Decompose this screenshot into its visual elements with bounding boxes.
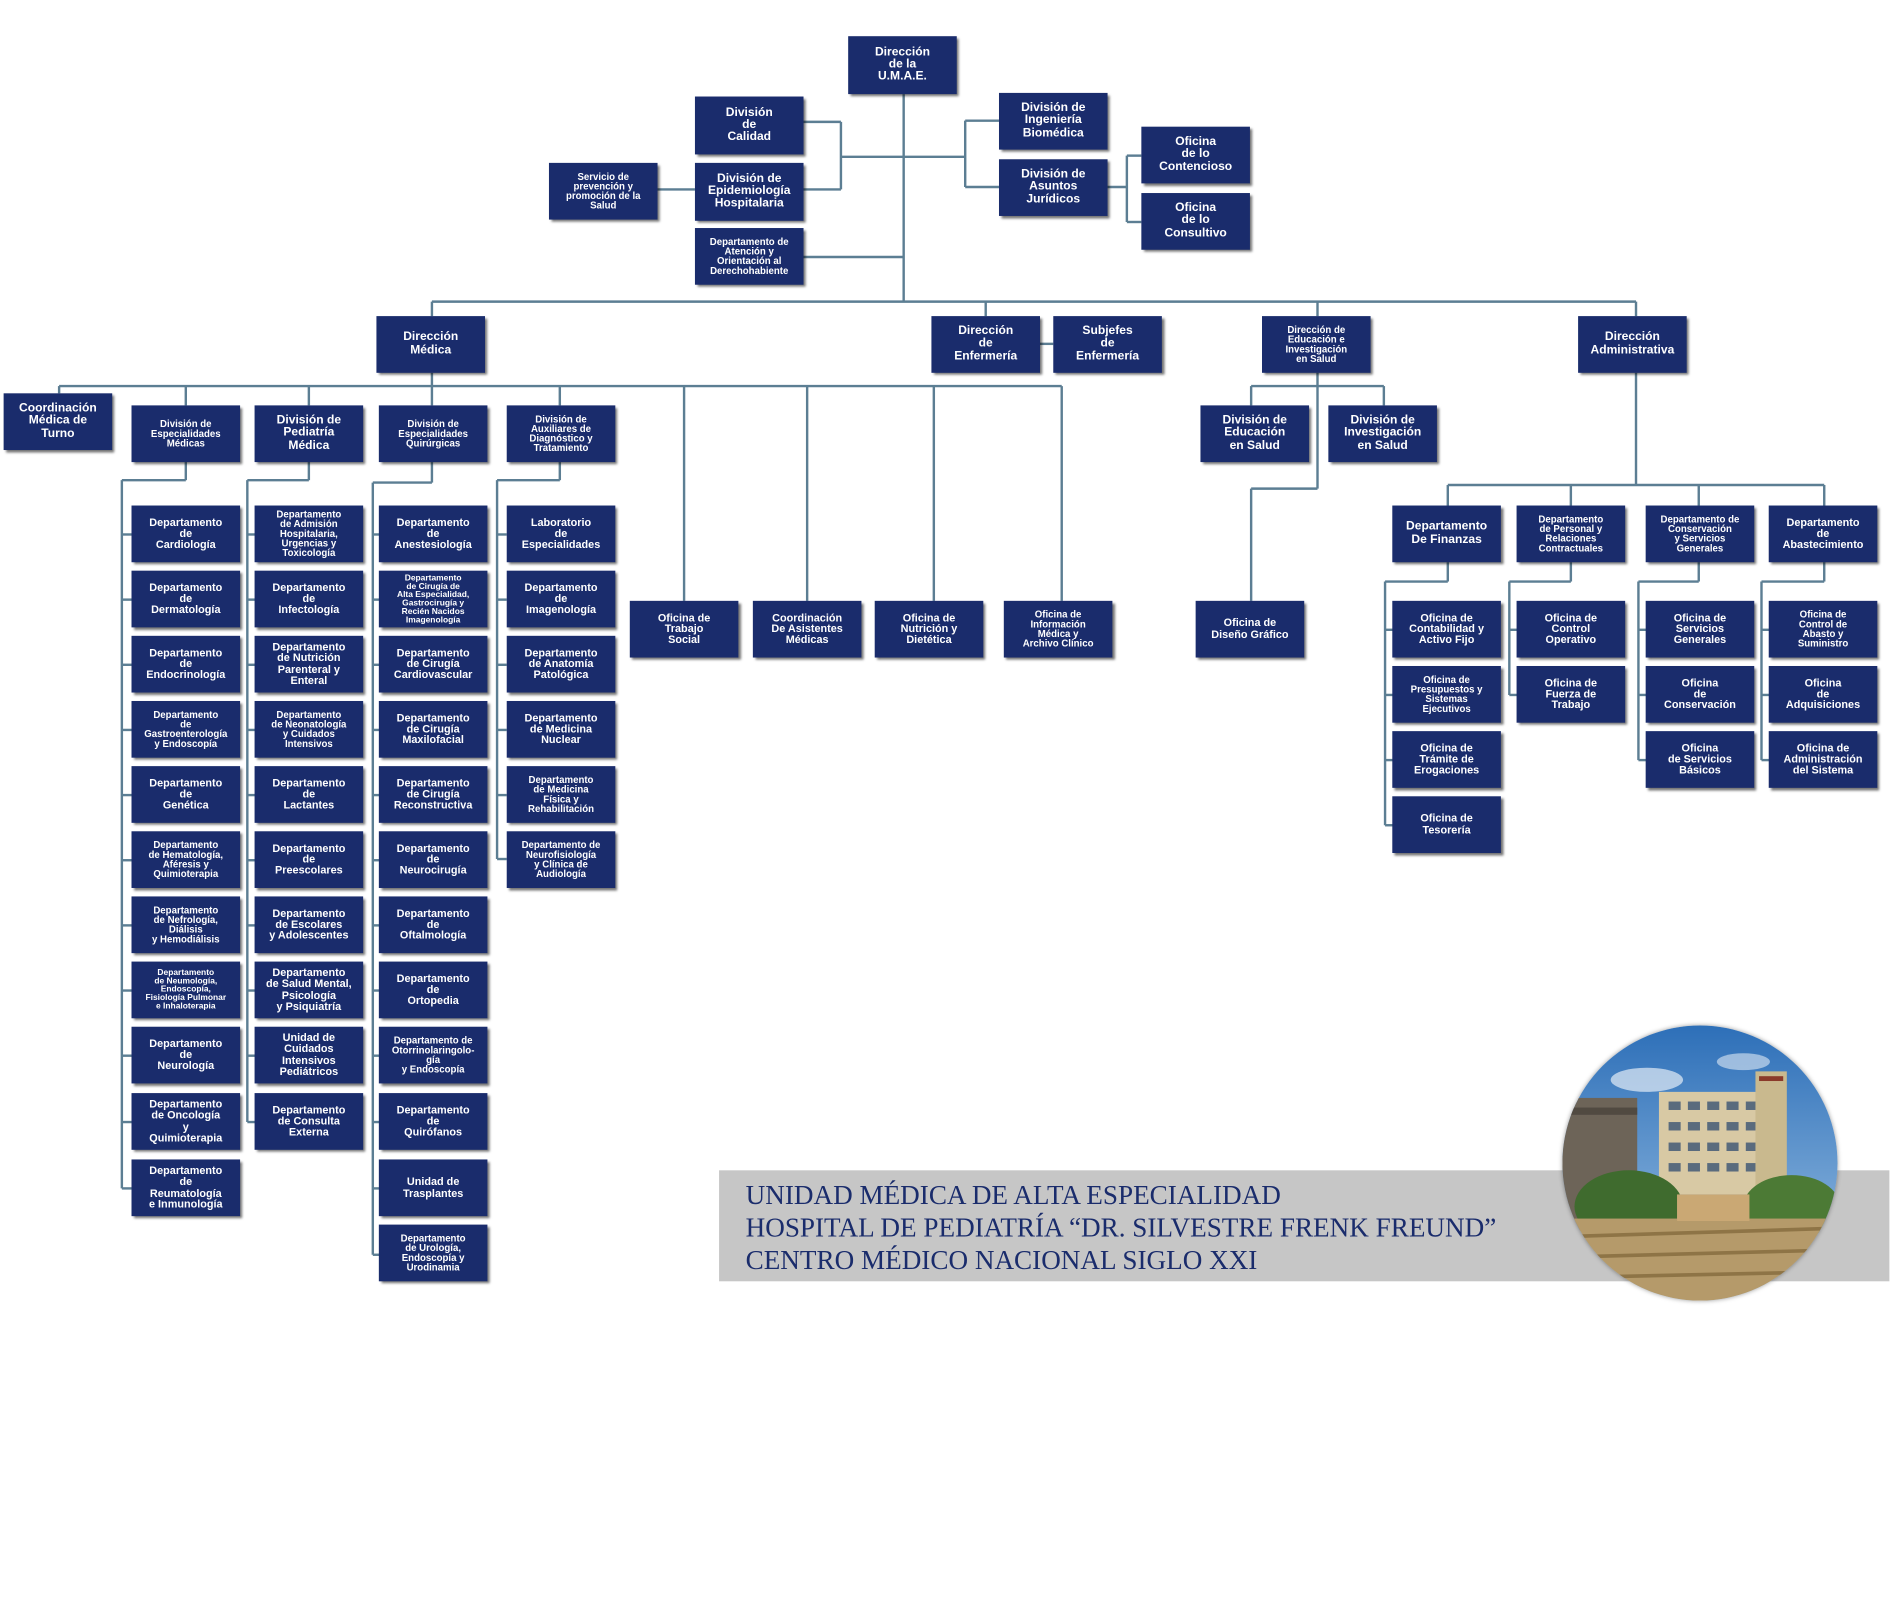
unit-div-ingenieria: División de Ingeniería Biomédica	[998, 92, 1108, 150]
banner-line-1: UNIDAD MÉDICA DE ALTA ESPECIALIDAD	[745, 1179, 1281, 1211]
unit-of-conservacion: Oficina de Conservación	[1645, 665, 1755, 723]
unit-of-contencioso: Oficina de lo Contencioso	[1141, 126, 1250, 184]
unit-of-admin-sistema: Oficina de Administración del Sistema	[1768, 731, 1878, 788]
unit-div-calidad: División de Calidad	[694, 96, 804, 155]
unit-umae: Dirección de la U.M.A.E.	[848, 36, 957, 95]
unit-d-med-fisica: Departamento de Medicina Física y Rehabi…	[506, 766, 616, 823]
unit-d-reumatologia: Departamento de Reumatología e Inmunolog…	[131, 1159, 241, 1217]
unit-of-serv-basicos: Oficina de Servicios Básicos	[1645, 731, 1755, 788]
unit-d-oftalmologia: Departamento de Oftalmología	[378, 896, 488, 954]
unit-div-auxiliares: División de Auxiliares de Diagnóstico y …	[506, 405, 616, 463]
unit-d-med-nuclear: Departamento de Medicina Nuclear	[506, 700, 616, 758]
unit-of-adquisiciones: Oficina de Adquisiciones	[1768, 665, 1878, 723]
unit-d-preescolares: Departamento de Preescolares	[254, 831, 364, 888]
unit-d-neurologia: Departamento de Neurología	[131, 1026, 241, 1084]
unit-d-imagenologia: Departamento de Imagenología	[506, 570, 616, 628]
unit-of-consultivo: Oficina de lo Consultivo	[1141, 193, 1250, 250]
unit-d-consulta: Departamento de Consulta Externa	[254, 1093, 364, 1150]
unit-d-nefrologia: Departamento de Nefrología, Diálisis y H…	[131, 896, 241, 954]
unit-dir-administrativa: Dirección Administrativa	[1578, 316, 1687, 373]
unit-of-trabajo-social: Oficina de Trabajo Social	[629, 600, 739, 658]
hospital-banner: UNIDAD MÉDICA DE ALTA ESPECIALIDAD HOSPI…	[719, 1170, 1890, 1282]
unit-d-genetica: Departamento de Genética	[131, 766, 241, 823]
unit-d-otorrino: Departamento de Otorrinolaringolo- gía y…	[378, 1026, 488, 1084]
unit-d-personal: Departamento de Personal y Relaciones Co…	[1516, 505, 1626, 563]
banner-line-3: CENTRO MÉDICO NACIONAL SIGLO XXI	[745, 1245, 1258, 1276]
unit-dir-educacion: Dirección de Educación e Investigación e…	[1261, 316, 1371, 373]
unit-d-abastecimiento: Departamento de Abastecimiento	[1768, 505, 1878, 563]
unit-lab-especialidades: Laboratorio de Especialidades	[506, 505, 616, 563]
unit-coord-turno: Coordinación Médica de Turno	[3, 393, 113, 451]
unit-div-pediatria: División de Pediatría Médica	[254, 405, 364, 463]
unit-dir-medica: Dirección Médica	[376, 316, 486, 373]
unit-d-reconstructiva: Departamento de Cirugía Reconstructiva	[378, 766, 488, 823]
unit-of-contabilidad: Oficina de Contabilidad y Activo Fijo	[1392, 600, 1501, 658]
unit-subjefes: Subjefes de Enfermería	[1053, 316, 1162, 373]
unit-d-conservacion: Departamento de Conservación y Servicios…	[1645, 505, 1755, 563]
unit-depto-atencion: Departamento de Atención y Orientación a…	[694, 228, 804, 285]
unit-d-quirofanos: Departamento de Quirófanos	[378, 1093, 488, 1150]
unit-of-control-abasto: Oficina de Control de Abasto y Suministr…	[1768, 600, 1878, 658]
unit-d-escolares: Departamento de Escolares y Adolescentes	[254, 896, 364, 954]
unit-d-admision: Departamento de Admisión Hospitalaria, U…	[254, 505, 364, 563]
hospital-building-photo	[1562, 1025, 1838, 1301]
unit-d-ortopedia: Departamento de Ortopedia	[378, 961, 488, 1019]
unit-d-hematologia: Departamento de Hematología, Aféresis y …	[131, 831, 241, 888]
unit-d-anestesiologia: Departamento de Anestesiología	[378, 505, 488, 563]
unit-d-anatomia: Departamento de Anatomía Patológica	[506, 635, 616, 693]
unit-of-nutricion: Oficina de Nutrición y Dietética	[874, 600, 984, 658]
unit-of-control-op: Oficina de Control Operativo	[1516, 600, 1626, 658]
unit-of-tesoreria: Oficina de Tesorería	[1392, 796, 1501, 853]
unit-d-salud-mental: Departamento de Salud Mental, Psicología…	[254, 961, 364, 1019]
unit-u-trasplantes: Unidad de Trasplantes	[378, 1159, 488, 1217]
unit-d-infectologia: Departamento de Infectología	[254, 570, 364, 628]
banner-line-2: HOSPITAL DE PEDIATRÍA “DR. SILVESTRE FRE…	[745, 1212, 1497, 1243]
unit-div-asuntos: División de Asuntos Jurídicos	[998, 159, 1108, 216]
connector-lines	[57, 94, 1826, 1256]
unit-d-urologia: Departamento de Urología, Endoscopía y U…	[378, 1224, 488, 1282]
unit-of-tramite: Oficina de Trámite de Erogaciones	[1392, 731, 1501, 788]
unit-d-lactantes: Departamento de Lactantes	[254, 766, 364, 823]
unit-serv-prevencion: Servicio de prevención y promoción de la…	[548, 162, 658, 220]
unit-d-nutricion-par: Departamento de Nutrición Parenteral y E…	[254, 635, 364, 693]
banner-text: UNIDAD MÉDICA DE ALTA ESPECIALIDAD HOSPI…	[746, 1179, 1497, 1277]
unit-dir-enfermeria: Dirección de Enfermería	[931, 316, 1041, 373]
unit-d-oncologia: Departamento de Oncología y Quimioterapi…	[131, 1093, 241, 1150]
unit-u-cuidados: Unidad de Cuidados Intensivos Pediátrico…	[254, 1026, 364, 1084]
unit-d-endocrinologia: Departamento de Endocrinología	[131, 635, 241, 693]
unit-of-fuerza: Oficina de Fuerza de Trabajo	[1516, 665, 1626, 723]
unit-d-dermatologia: Departamento de Dermatología	[131, 570, 241, 628]
unit-d-finanzas: Departamento De Finanzas	[1392, 505, 1501, 563]
unit-d-neurocirugia: Departamento de Neurocirugía	[378, 831, 488, 888]
unit-of-informacion: Oficina de Información Médica y Archivo …	[1003, 600, 1113, 658]
unit-of-presupuestos: Oficina de Presupuestos y Sistemas Ejecu…	[1392, 665, 1501, 723]
unit-d-neumologia: Departamento de Neumología, Endoscopía, …	[131, 961, 241, 1019]
unit-of-serv-generales: Oficina de Servicios Generales	[1645, 600, 1755, 658]
unit-d-cardiologia: Departamento de Cardiología	[131, 505, 241, 563]
unit-div-investigacion: División de Investigación en Salud	[1328, 405, 1437, 463]
unit-d-neurofisiologia: Departamento de Neurofisiología y Clínic…	[506, 831, 616, 888]
unit-of-diseno: Oficina de Diseño Gráfico	[1195, 600, 1305, 658]
unit-d-cirugia-alta: Departamento de Cirugía de Alta Especial…	[378, 570, 488, 628]
unit-d-cardiovascular: Departamento de Cirugía Cardiovascular	[378, 635, 488, 693]
unit-div-epidemiologia: División de Epidemiología Hospitalaria	[694, 162, 804, 221]
unit-div-quirurgicas: División de Especialidades Quirúrgicas	[378, 405, 488, 463]
unit-d-gastro: Departamento de Gastroenterología y Endo…	[131, 700, 241, 758]
unit-div-educacion: División de Educación en Salud	[1200, 405, 1310, 463]
unit-div-especialidades-med: División de Especialidades Médicas	[131, 405, 241, 463]
unit-coord-asistentes: Coordinación De Asistentes Médicas	[752, 600, 862, 658]
unit-d-maxilofacial: Departamento de Cirugía Maxilofacial	[378, 700, 488, 758]
unit-d-neonatologia: Departamento de Neonatología y Cuidados …	[254, 700, 364, 758]
